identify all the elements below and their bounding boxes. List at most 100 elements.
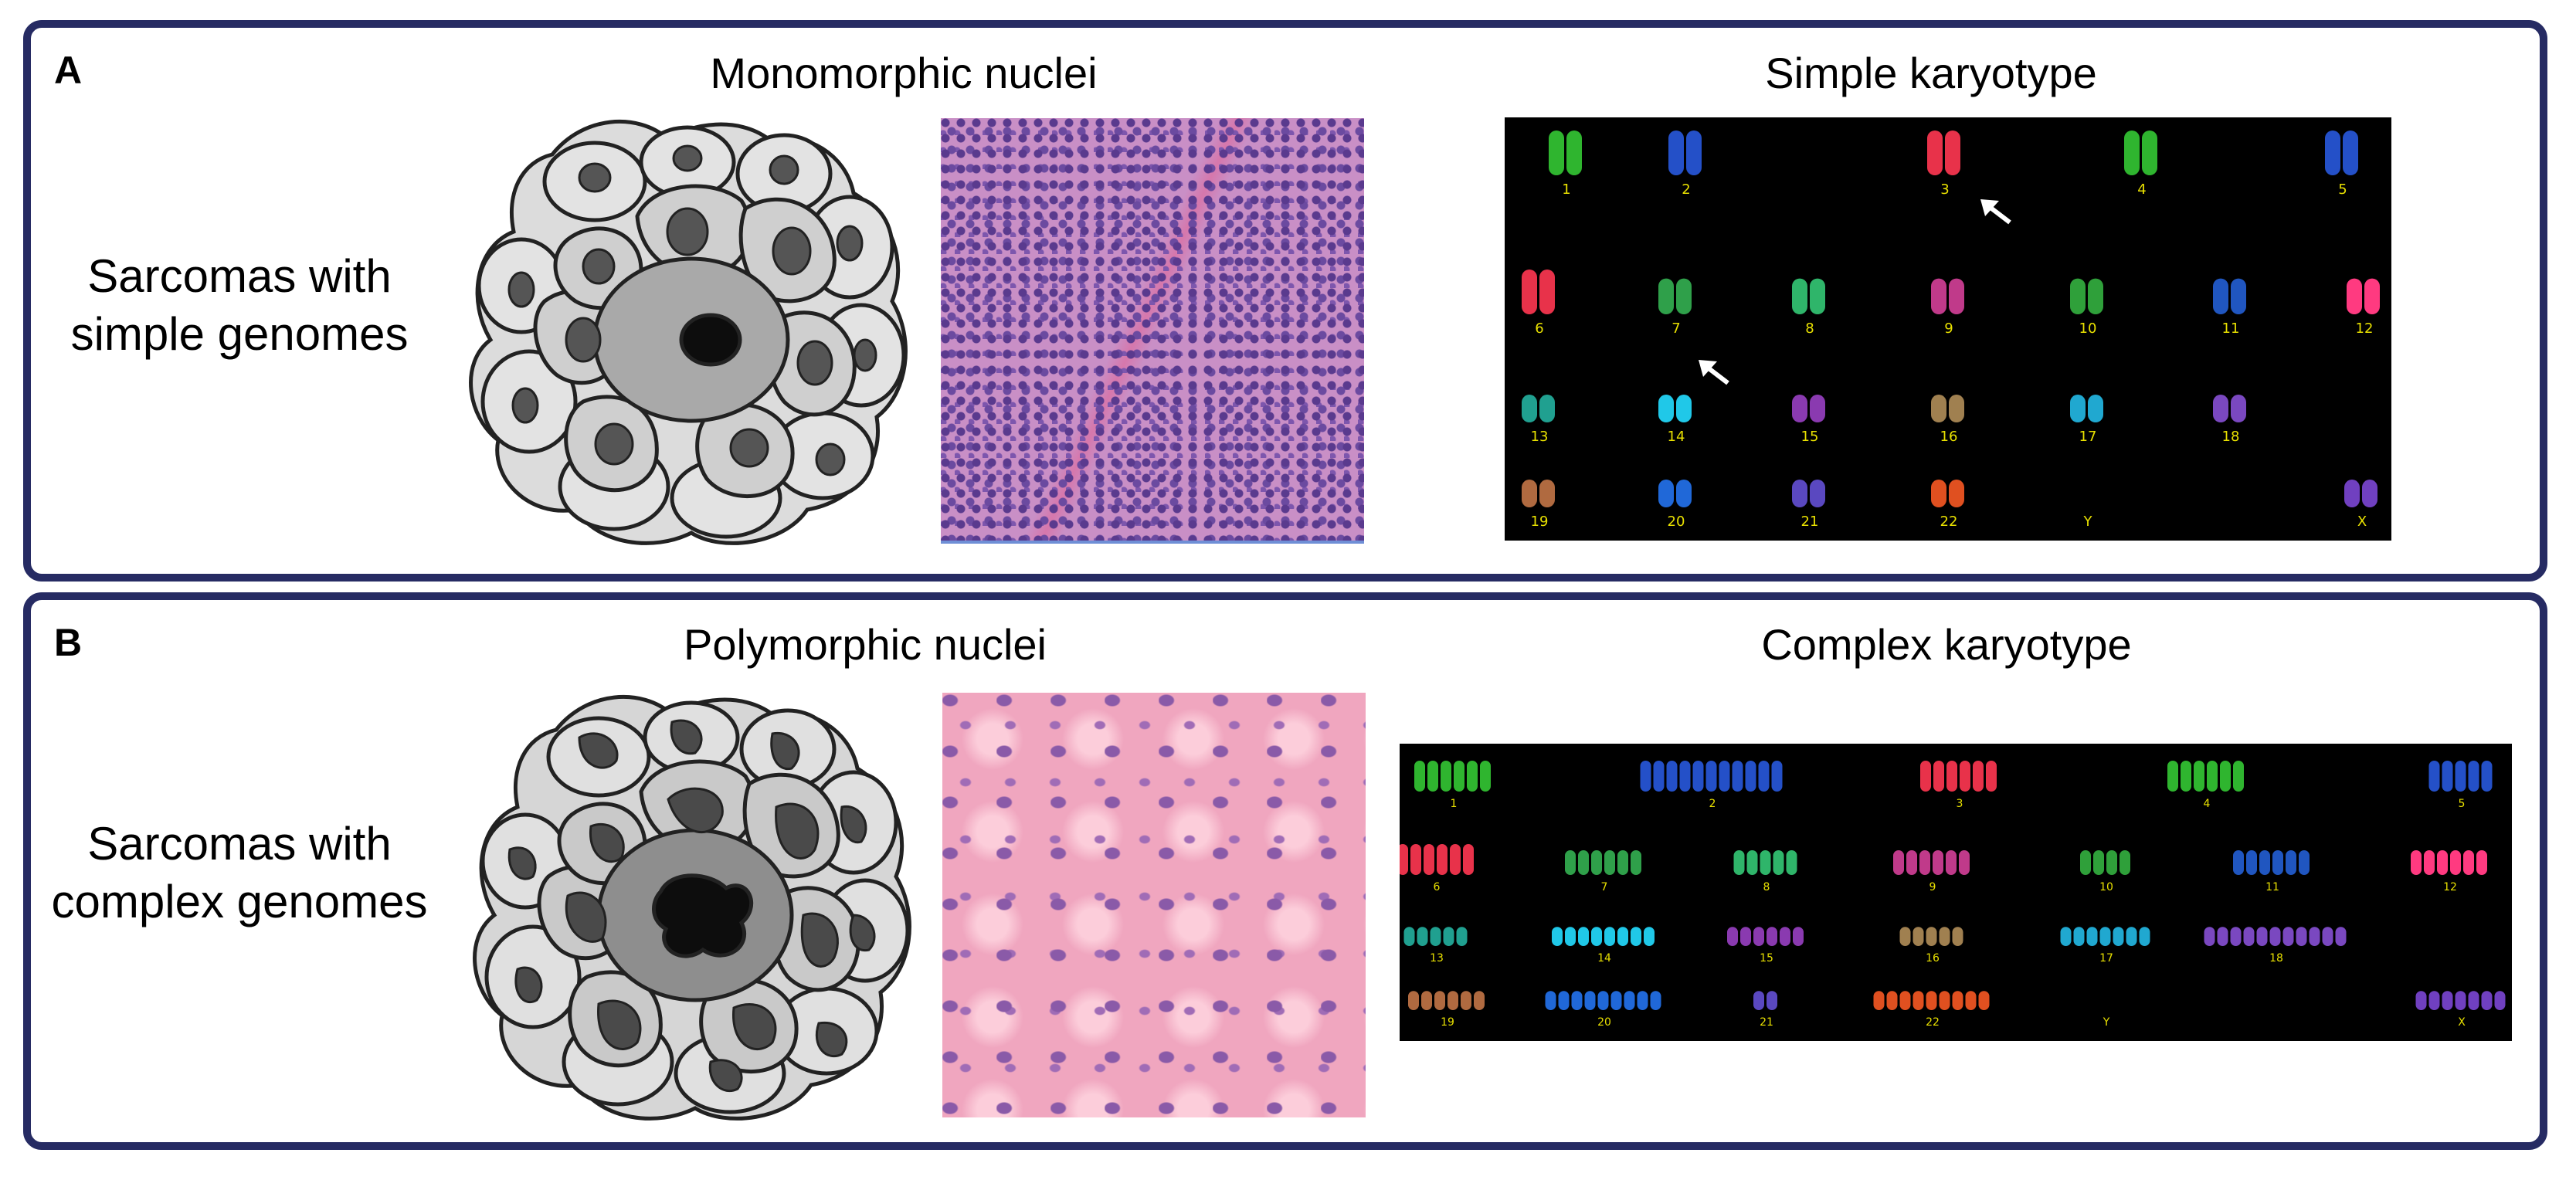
chromosome [2213, 278, 2228, 314]
chromosome [1767, 991, 1777, 1010]
chromosome [1417, 927, 1428, 946]
chromosome [2442, 991, 2453, 1010]
chromosome-label-19: 19 [1531, 514, 1549, 530]
chromosome-label-14: 14 [1668, 429, 1685, 445]
chromosome [1676, 395, 1692, 422]
chromosome [2364, 278, 2380, 314]
chromosome-label-9: 9 [1944, 320, 1953, 337]
chromosome [1676, 278, 1692, 314]
chromosome [2233, 850, 2244, 875]
chromosome-label-8: 8 [1763, 881, 1770, 893]
chromosome [1760, 850, 1771, 875]
chromosome [2093, 850, 2104, 875]
cell-cluster-monomorphic [469, 119, 908, 545]
chromosome-label-4: 4 [2137, 181, 2146, 198]
chromosome [2362, 480, 2377, 507]
chromosome [1965, 991, 1977, 1010]
chromosome-label-12: 12 [2356, 320, 2374, 337]
chromosome [1931, 395, 1946, 422]
chromosome [1733, 850, 1745, 875]
heading-monomorphic-nuclei: Monomorphic nuclei [710, 49, 1098, 97]
chromosome [1960, 761, 1970, 792]
histology-image-monomorphic [941, 118, 1364, 544]
chromosome-label-11: 11 [2265, 881, 2279, 893]
chromosome [1945, 131, 1960, 175]
chromosome [1463, 844, 1474, 875]
chromosome-label-21: 21 [1801, 514, 1819, 530]
chromosome-label-21: 21 [1760, 1016, 1773, 1029]
side-label-complex-genomes: Sarcomas with complex genomes [52, 815, 428, 931]
chromosome [1434, 991, 1445, 1010]
chromosome [1604, 850, 1615, 875]
chromosome [1792, 395, 1807, 422]
chromosome [1973, 761, 1984, 792]
chromosome [1591, 850, 1602, 875]
chromosome [1792, 278, 1807, 314]
chromosome-label-17: 17 [2099, 952, 2113, 965]
chromosome [1584, 991, 1596, 1010]
chromosome [2415, 991, 2427, 1010]
chromosome [2299, 850, 2310, 875]
chromosome [2347, 278, 2362, 314]
arrow-head-icon [1699, 360, 1717, 377]
chromosome [1565, 927, 1576, 946]
chromosome [1753, 991, 1764, 1010]
chromosome [1793, 927, 1804, 946]
chromosome [1810, 480, 1825, 507]
chromosome [1566, 131, 1582, 175]
chromosome-label-Y: Y [2103, 1016, 2110, 1029]
chromosome [1456, 927, 1468, 946]
chromosome [1640, 761, 1651, 792]
chromosome [2468, 761, 2479, 792]
chromosome [1631, 850, 1641, 875]
chromosome-label-18: 18 [2222, 429, 2240, 445]
chromosome [1949, 395, 1964, 422]
chromosome [2455, 761, 2466, 792]
chromosome-label-15: 15 [1760, 952, 1773, 965]
chromosome [1653, 761, 1665, 792]
chromosome [2246, 850, 2257, 875]
chromosome [1522, 395, 1537, 422]
chromosome [2126, 927, 2137, 946]
chromosome [2220, 761, 2231, 792]
chromosome [1610, 991, 1622, 1010]
chromosome [1467, 761, 1478, 792]
chromosome [2073, 927, 2085, 946]
chromosome [1604, 927, 1615, 946]
chromosome [1644, 927, 1655, 946]
chromosome [2181, 761, 2191, 792]
chromosome [1952, 991, 1963, 1010]
chromosome [2086, 927, 2098, 946]
chromosome-label-10: 10 [2079, 320, 2097, 337]
chromosome [1912, 927, 1924, 946]
chromosome-label-5: 5 [2459, 798, 2466, 810]
chromosome [2060, 927, 2072, 946]
chromosome-label-13: 13 [1531, 429, 1549, 445]
chromosome [1650, 991, 1661, 1010]
chromosome [1450, 844, 1461, 875]
side-label-simple-genomes: Sarcomas with simple genomes [71, 247, 409, 363]
cell-cluster-polymorphic [473, 694, 911, 1121]
panel-letter-b: B [54, 621, 83, 664]
chromosome [1873, 991, 1885, 1010]
chromosome [2256, 927, 2268, 946]
chromosome [1949, 480, 1964, 507]
chromosome [1408, 991, 1419, 1010]
chromosome [1474, 991, 1485, 1010]
chromosome [2167, 761, 2178, 792]
chromosome [2494, 991, 2506, 1010]
chromosome [2088, 278, 2103, 314]
chromosome-label-19: 19 [1441, 1016, 1454, 1029]
chromosome [1773, 850, 1784, 875]
chromosome [1430, 927, 1441, 946]
chromosome [1571, 991, 1583, 1010]
chromosome-label-22: 22 [1926, 1016, 1940, 1029]
chromosome [2269, 927, 2281, 946]
chromosome [1753, 927, 1764, 946]
chromosome-label-13: 13 [1430, 952, 1444, 965]
chromosome [2204, 927, 2215, 946]
chromosome [2194, 761, 2204, 792]
chromosome [2343, 131, 2358, 175]
